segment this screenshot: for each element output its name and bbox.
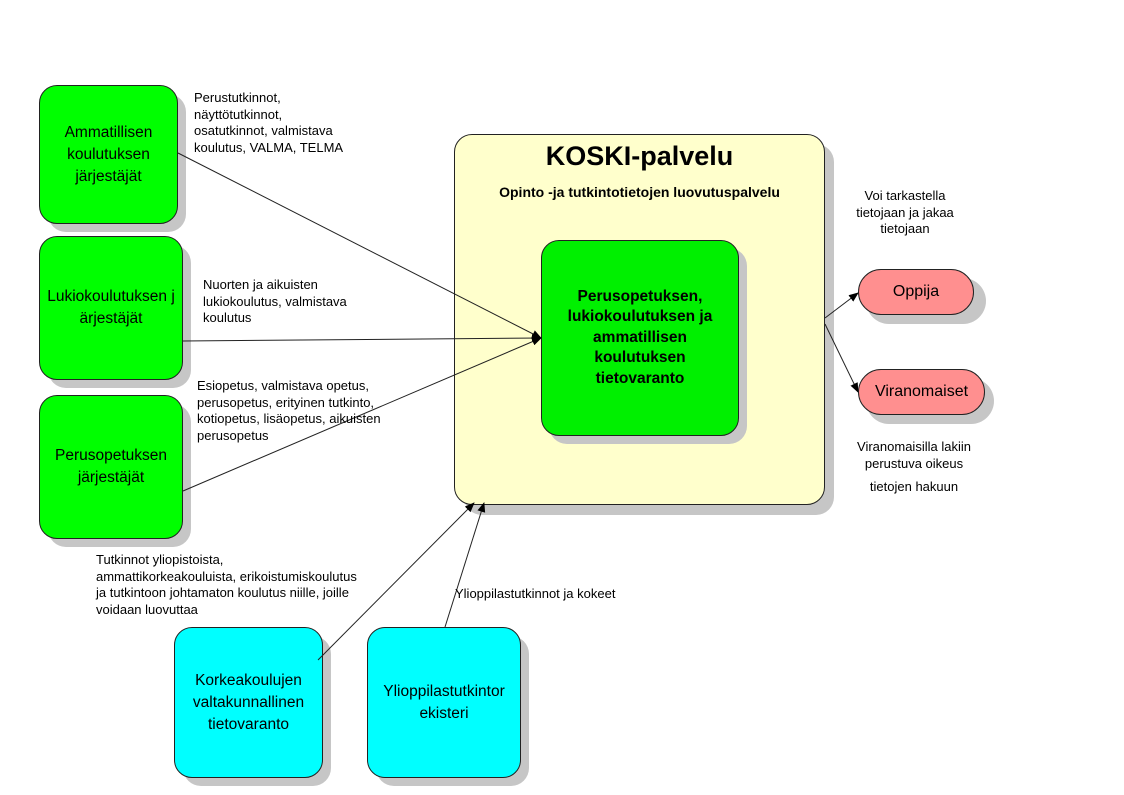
arrow-korkeakoulu (317, 502, 475, 661)
arrow-perusopetus (182, 337, 542, 492)
label-line: perusopetus, erityinen tutkinto, (197, 394, 375, 410)
koski-subtitle: Opinto -ja tutkintotietojen luovutuspalv… (499, 184, 780, 200)
label-line: Esiopetus, valmistava opetus, (197, 378, 369, 393)
label-line: tietojaan (880, 221, 930, 236)
viranomaiset-label: Viranomaiset (874, 383, 969, 400)
perusopetus-label: Perusopetuksen järjestäjät (54, 447, 168, 486)
label-line: ammattikorkeakouluista, erikoistumiskoul… (96, 568, 357, 584)
perusopetus-box: Perusopetuksen järjestäjät (39, 395, 183, 539)
label-line: kotiopetus, lisäopetus, aikuisten (197, 411, 381, 426)
label-oppija: Voi tarkastella tietojaan ja jakaa tieto… (845, 188, 965, 238)
label-line: tietojaan ja jakaa (856, 204, 954, 220)
arrow-oppija (824, 292, 859, 319)
arrow-lukio (182, 334, 542, 343)
label-lukio: Nuorten ja aikuisten lukiokoulutus, valm… (203, 277, 347, 327)
arrow-viranomaiset (824, 323, 859, 393)
tietovaranto-box: Perusopetuksen, lukiokoulutuksen ja amma… (541, 240, 739, 436)
oppija-label: Oppija (892, 283, 940, 300)
viranomaiset-box: Viranomaiset (858, 369, 985, 415)
arrow-ylioppilas (444, 502, 486, 628)
label-perusopetus: Esiopetus, valmistava opetus, perusopetu… (197, 378, 381, 444)
ammatillinen-box: Ammatillisen koulutuksen järjestäjät (39, 85, 178, 224)
label-line: Viranomaisilla lakiin (857, 439, 971, 454)
label-line: ja tutkintoon johtamaton koulutus niille… (96, 585, 349, 600)
oppija-box: Oppija (858, 269, 974, 315)
koski-title: KOSKI-palvelu (545, 141, 734, 171)
label-line: näyttötutkinnot, (194, 106, 283, 122)
ammatillinen-label: Ammatillisen koulutuksen järjestäjät (64, 123, 153, 185)
tietovaranto-label: Perusopetuksen, lukiokoulutuksen ja amma… (567, 287, 713, 387)
label-line: Perustutkinnot, (194, 90, 281, 105)
label-ylioppilas: Ylioppilastutkinnot ja kokeet (455, 586, 616, 601)
label-line: perusopetus (197, 427, 269, 443)
korkeakoulu-box: Korkeakoulujen valtakunnallinen tietovar… (174, 627, 323, 778)
ylioppilas-box: Ylioppilastutkintorekisteri (367, 627, 521, 778)
label-line: Tutkinnot yliopistoista, (96, 552, 224, 567)
label-line: koulutus (203, 310, 252, 325)
label-line: tietojen hakuun (869, 479, 959, 494)
label-line: lukiokoulutus, valmistava (203, 293, 347, 309)
label-line: perustuva oikeus (864, 455, 964, 471)
korkeakoulu-label: Korkeakoulujen valtakunnallinen tietovar… (192, 671, 305, 733)
lukio-label: Lukiokoulutuksen järjestäjät (47, 288, 175, 327)
arrow-ammatillinen (177, 152, 542, 339)
label-line: voidaan luovuttaa (96, 601, 198, 617)
lukio-box: Lukiokoulutuksen järjestäjät (39, 236, 183, 380)
ylioppilas-label: Ylioppilastutkintorekisteri (383, 682, 505, 722)
label-line: koulutus, VALMA, TELMA (194, 139, 344, 155)
label-line: osatutkinnot, valmistava (194, 123, 333, 138)
label-line: Voi tarkastella (864, 188, 946, 203)
label-korkeakoulu: Tutkinnot yliopistoista, ammattikorkeako… (96, 552, 357, 618)
label-line: Nuorten ja aikuisten (203, 277, 318, 292)
label-ammatillinen: Perustutkinnot, näyttötutkinnot, osatutk… (194, 90, 343, 156)
label-viranomaiset: Viranomaisilla lakiin perustuva oikeus t… (838, 439, 990, 496)
